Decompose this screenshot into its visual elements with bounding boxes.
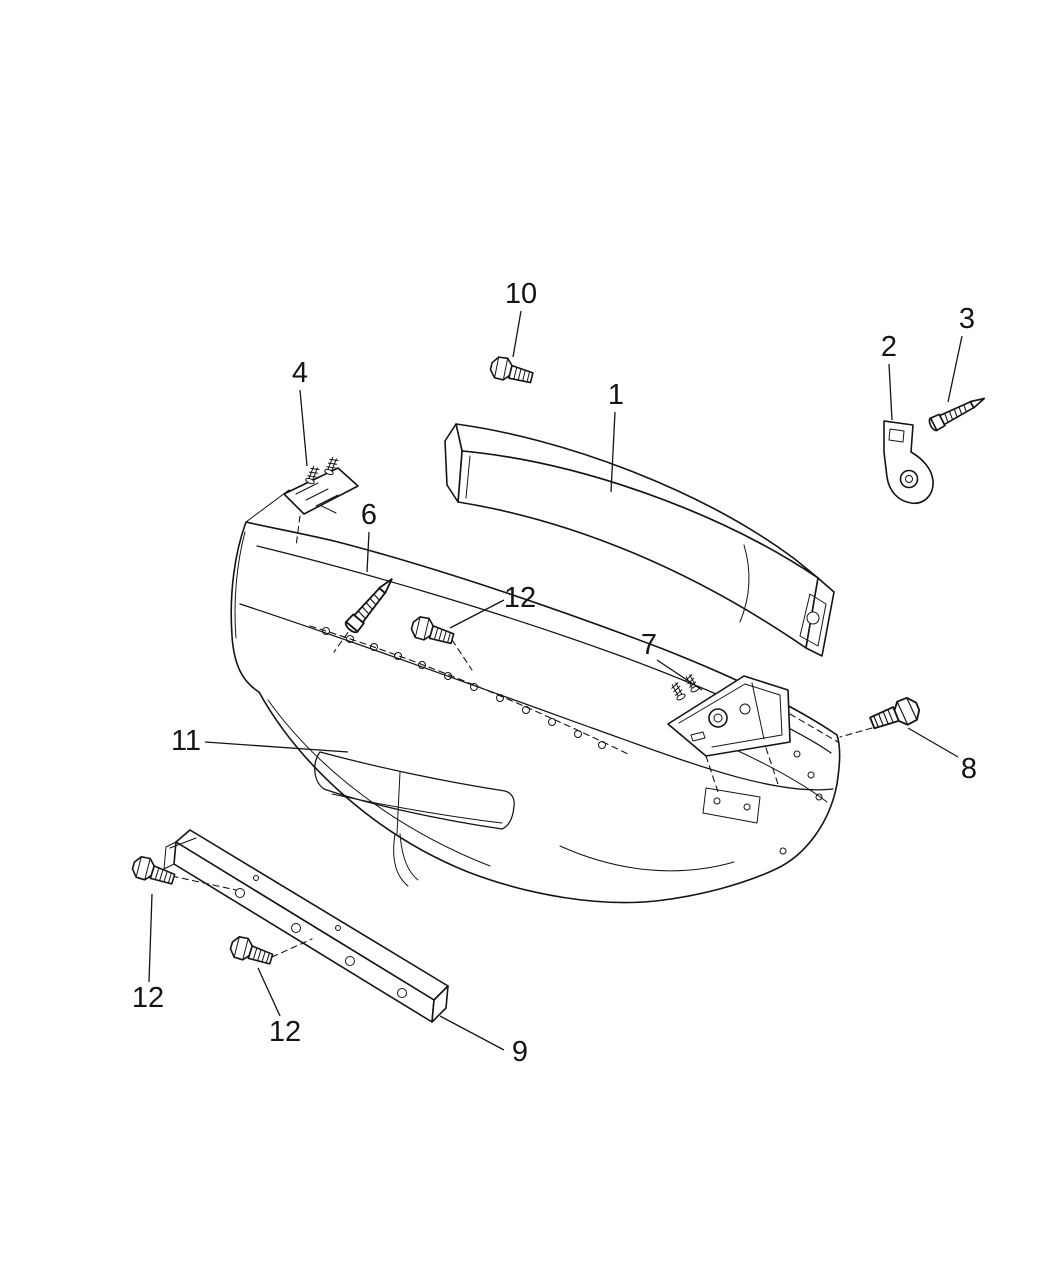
callout-12-left: 12 — [132, 893, 164, 1014]
callout-4-leader — [299, 389, 308, 467]
rail-right-end — [431, 985, 449, 1023]
part-12-bolt-left — [129, 853, 178, 889]
license-bracket — [702, 787, 761, 824]
part-4-end-bracket — [283, 455, 359, 547]
callout-6-leader — [366, 531, 370, 573]
callout-12-left-label: 12 — [132, 982, 164, 1014]
callout-8-leader — [907, 727, 959, 758]
callout-7-label: 7 — [641, 629, 657, 661]
callout-1-leader — [610, 411, 616, 493]
beam-left-end — [444, 423, 463, 503]
grille-opening — [314, 751, 515, 830]
part-12-bolt-middle — [227, 933, 276, 969]
callout-12-upper: 12 — [449, 582, 536, 629]
callout-10-leader — [512, 310, 522, 358]
part-6-screw — [333, 573, 399, 653]
callout-1-label: 1 — [608, 379, 624, 411]
part-2-mounting-bracket — [883, 420, 934, 505]
callout-2-label: 2 — [881, 331, 897, 363]
callout-9: 9 — [439, 1015, 528, 1068]
callout-12-middle-leader — [257, 967, 281, 1017]
part-12-bolt-upper — [408, 613, 473, 671]
fascia-mounting-holes — [322, 627, 606, 749]
callout-9-leader — [439, 1015, 505, 1051]
callout-2-leader — [888, 363, 893, 421]
fascia-outline — [230, 521, 841, 904]
callout-10-label: 10 — [505, 278, 537, 310]
part-10-bolt — [487, 354, 536, 388]
callout-4-label: 4 — [292, 357, 308, 389]
callout-2: 2 — [881, 331, 897, 421]
fascia-side-holes — [779, 750, 823, 855]
part-3-screw — [926, 391, 989, 433]
callout-11: 11 — [171, 725, 349, 757]
beam-end-hole — [806, 611, 820, 625]
callout-7-leader — [656, 659, 703, 691]
callout-9-label: 9 — [512, 1036, 528, 1068]
callout-6: 6 — [361, 499, 377, 573]
callout-3-label: 3 — [959, 303, 975, 335]
part-11-bumper-fascia — [230, 489, 841, 904]
beam-right-end — [805, 577, 835, 657]
callout-8: 8 — [907, 727, 977, 785]
callouts: 1 2 3 4 6 7 8 9 — [132, 278, 977, 1068]
callout-12-middle: 12 — [257, 967, 301, 1048]
callout-11-leader — [204, 741, 349, 753]
callout-10: 10 — [505, 278, 537, 358]
callout-4: 4 — [292, 357, 308, 467]
callout-7: 7 — [641, 629, 703, 691]
callout-11-label: 11 — [171, 725, 201, 757]
rail-top-face — [175, 829, 449, 1001]
part-7-support-bracket — [667, 673, 839, 793]
part-1-reinforcement-beam — [444, 423, 835, 657]
callout-1: 1 — [608, 379, 624, 493]
callout-3: 3 — [947, 303, 975, 403]
callout-8-label: 8 — [961, 753, 977, 785]
part-8-bolt — [839, 694, 924, 738]
callout-12-upper-label: 12 — [504, 582, 536, 614]
callout-12-left-leader — [148, 893, 153, 983]
part-9-lower-rail — [163, 829, 449, 1023]
callout-6-label: 6 — [361, 499, 377, 531]
callout-12-middle-label: 12 — [269, 1016, 301, 1048]
rail-front-face — [173, 841, 435, 1023]
mounting-hole-centerline — [309, 625, 629, 755]
callout-3-leader — [947, 335, 963, 403]
callout-12-upper-leader — [449, 599, 505, 629]
